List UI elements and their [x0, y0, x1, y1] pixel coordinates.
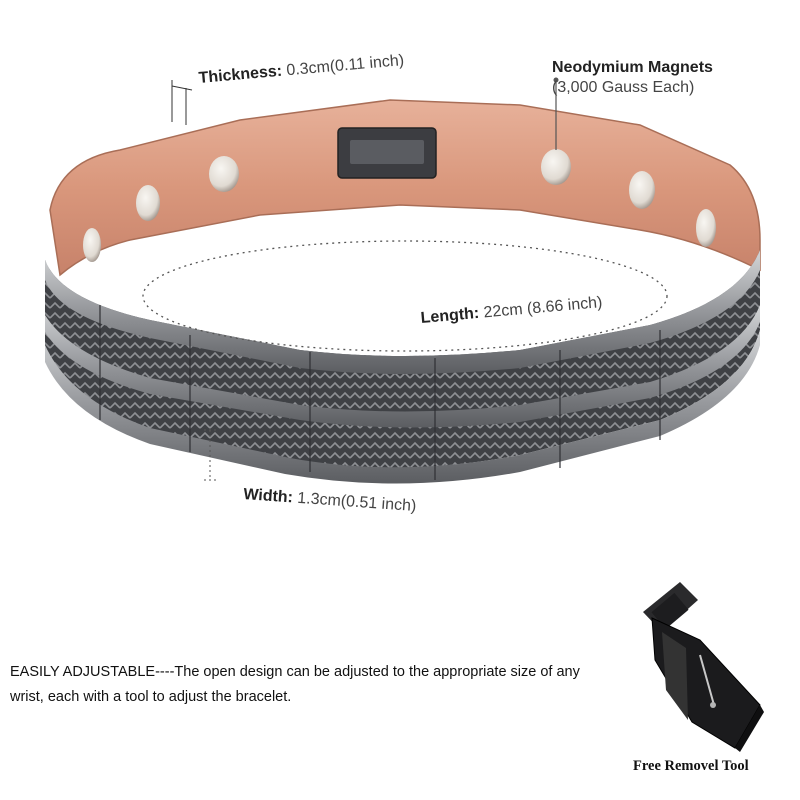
thickness-guide: [171, 80, 193, 125]
width-guide: [204, 429, 216, 481]
copper-inner-links: [49, 99, 761, 277]
magnets-value: (3,000 Gauss Each): [552, 79, 695, 96]
gunmetal-outer-band: [45, 250, 760, 484]
adjustable-description: EASILY ADJUSTABLE----The open design can…: [10, 660, 610, 710]
adjustable-text: ----The open design can be adjusted to t…: [10, 664, 580, 705]
width-label: Width:: [242, 486, 294, 507]
magnets-label: Neodymium Magnets: [552, 59, 713, 76]
adjustable-heading: EASILY ADJUSTABLE: [10, 664, 156, 680]
length-guide: [142, 240, 668, 352]
magnet-icon: [83, 149, 716, 262]
tool-caption: Free Removel Tool: [633, 758, 749, 774]
removal-tool-icon: [643, 582, 764, 752]
magnets-annotation: Neodymium Magnets (3,000 Gauss Each): [552, 58, 713, 98]
